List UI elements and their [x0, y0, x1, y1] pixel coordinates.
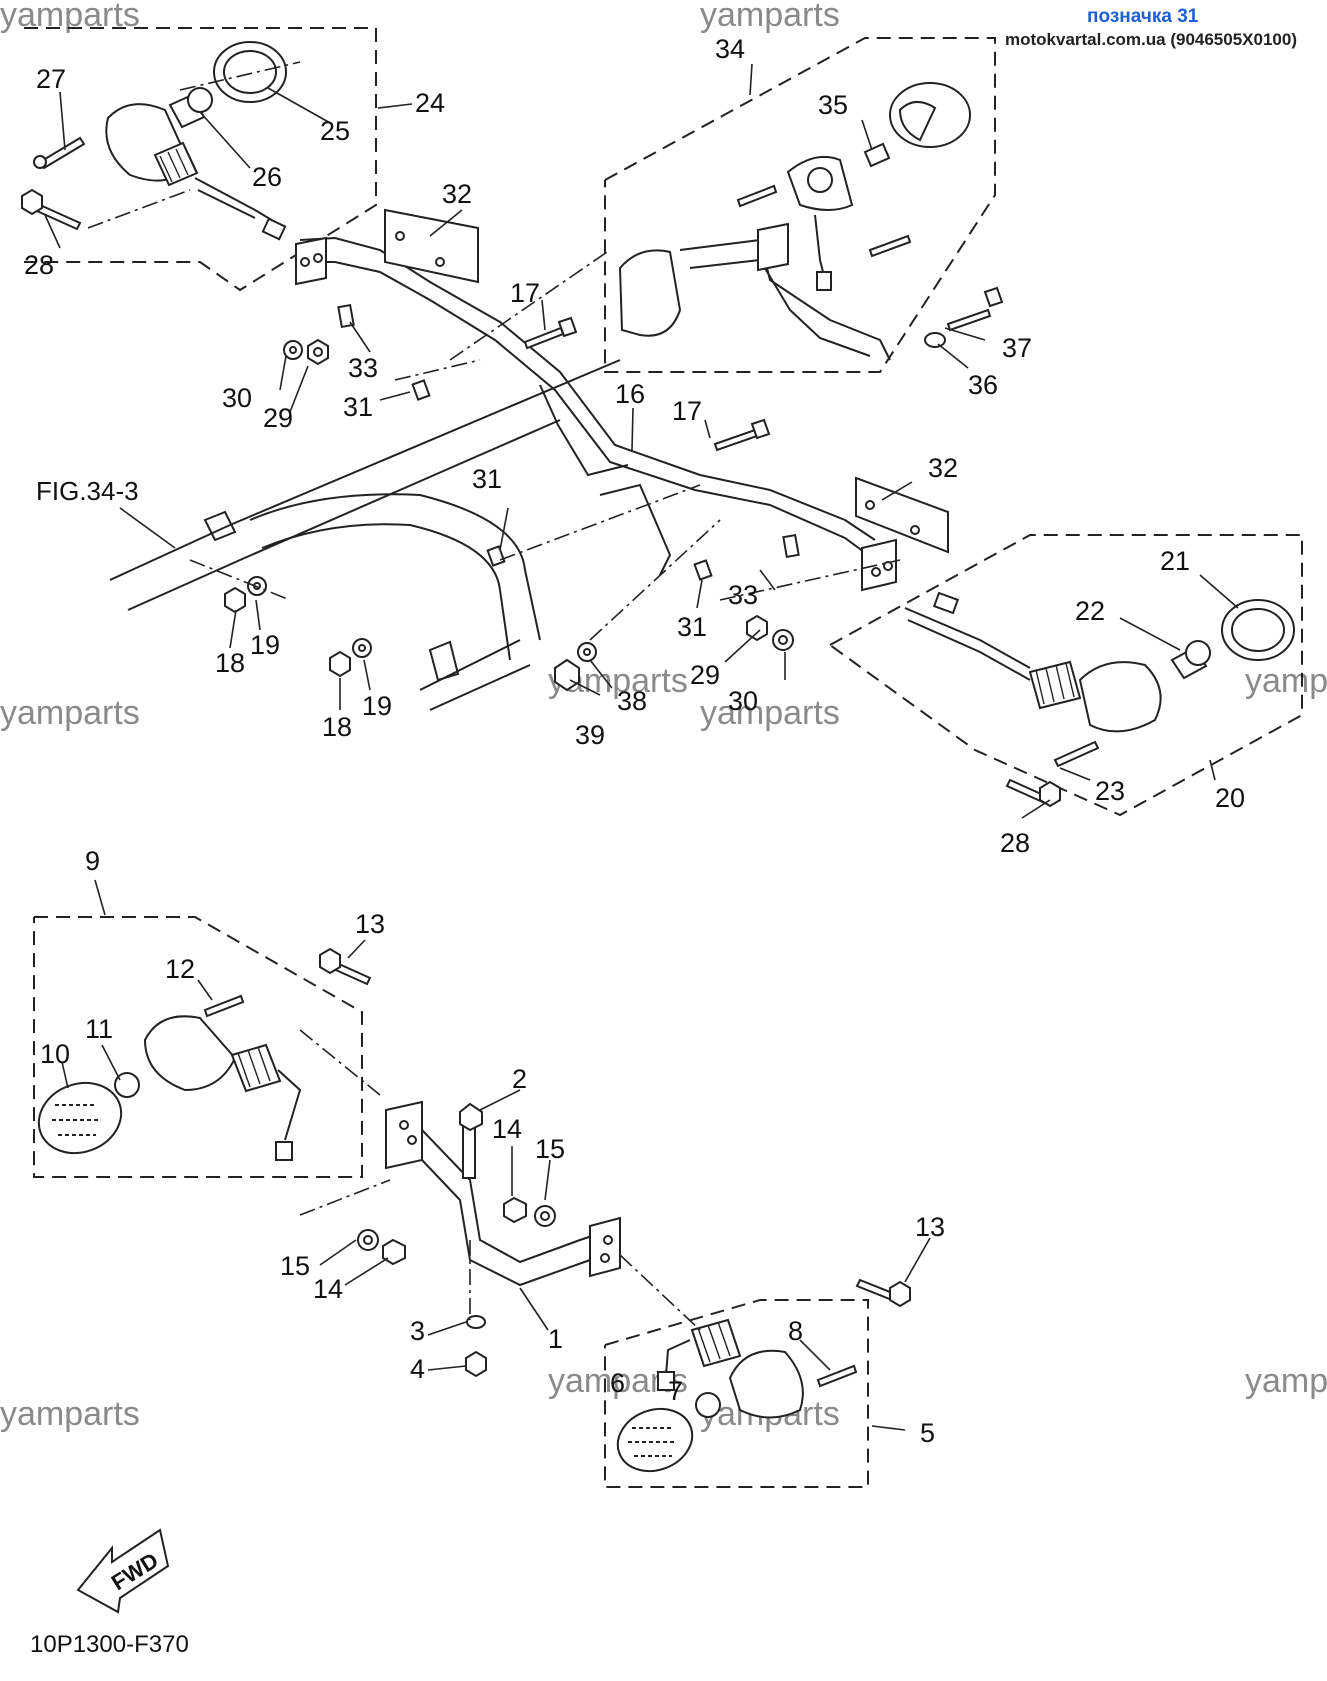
turn-signal-assembly-5 — [616, 1278, 911, 1473]
watermark: yamparts — [1245, 1362, 1327, 1400]
watermark: yamparts — [0, 1395, 140, 1433]
turn-signal-assembly-20 — [904, 591, 1295, 808]
callout-20: 20 — [1215, 783, 1245, 813]
callout-35: 35 — [818, 90, 848, 120]
watermark: yamparts — [0, 694, 140, 732]
plate-32-lower — [855, 476, 949, 554]
callout-27: 27 — [36, 64, 66, 94]
figure-reference: FIG.34-3 — [36, 476, 139, 506]
group-box-20 — [829, 534, 1303, 817]
callout-29: 29 — [690, 660, 720, 690]
callout-10: 10 — [40, 1039, 70, 1069]
turn-signal-assembly-24 — [21, 41, 301, 241]
callout-33: 33 — [348, 353, 378, 383]
drawing-code: 10P1300-F370 — [30, 1631, 189, 1658]
callout-31: 31 — [472, 464, 502, 494]
callout-37: 37 — [1002, 333, 1032, 363]
callout-24: 24 — [415, 88, 445, 118]
callout-28: 28 — [24, 250, 54, 280]
callout-28: 28 — [1000, 828, 1030, 858]
callout-11: 11 — [85, 1014, 113, 1044]
watermark: yamparts — [1245, 662, 1327, 700]
callout-38: 38 — [617, 686, 647, 716]
callout-30: 30 — [728, 686, 758, 716]
callout-19: 19 — [362, 691, 392, 721]
callout-22: 22 — [1075, 596, 1105, 626]
callout-18: 18 — [215, 648, 245, 678]
callout-13: 13 — [355, 909, 385, 939]
callout-6: 6 — [610, 1368, 625, 1398]
callout-17: 17 — [510, 278, 540, 308]
leader-lines — [44, 63, 1239, 1431]
group-box-9 — [33, 916, 363, 1178]
rear-bracket-16 — [295, 236, 897, 592]
watermarks: yamparts yamparts yamparts yamparts yamp… — [0, 0, 1327, 1433]
callout-31: 31 — [343, 392, 373, 422]
callout-13: 13 — [915, 1212, 945, 1242]
callout-19: 19 — [250, 630, 280, 660]
group-box-34 — [604, 37, 996, 373]
callout-32: 32 — [442, 179, 472, 209]
callout-33: 33 — [728, 580, 758, 610]
callout-7: 7 — [668, 1376, 683, 1406]
callout-32: 32 — [928, 453, 958, 483]
callout-15: 15 — [280, 1251, 310, 1281]
callout-9: 9 — [85, 846, 100, 876]
reference-tag: позначка 31 — [1087, 6, 1199, 27]
watermark: yamparts — [700, 694, 840, 732]
callout-3: 3 — [410, 1316, 425, 1346]
callout-14: 14 — [313, 1274, 343, 1304]
callout-29: 29 — [263, 403, 293, 433]
callout-12: 12 — [165, 954, 195, 984]
guide-lines — [189, 249, 901, 1331]
callout-labels: 27 28 25 26 24 32 17 30 29 33 31 16 17 3… — [24, 34, 1245, 1448]
callout-36: 36 — [968, 370, 998, 400]
callout-30: 30 — [222, 383, 252, 413]
callout-2: 2 — [512, 1064, 527, 1094]
clip-parts — [337, 303, 800, 581]
callout-8: 8 — [788, 1316, 803, 1346]
source-site: motokvartal.com.ua (9046505X0100) — [1005, 30, 1297, 49]
callout-39: 39 — [575, 720, 605, 750]
callout-23: 23 — [1095, 776, 1125, 806]
group-box-5 — [604, 1299, 869, 1488]
group-box-24 — [24, 27, 377, 292]
frame-rails — [109, 359, 621, 711]
callout-18: 18 — [322, 712, 352, 742]
license-light-assembly-34 — [618, 82, 1004, 361]
forward-arrow: FWD — [76, 1528, 170, 1614]
callout-21: 21 — [1160, 546, 1190, 576]
plate-32-upper — [384, 208, 479, 284]
callout-15: 15 — [535, 1134, 565, 1164]
turn-signal-assembly-9 — [37, 947, 372, 1161]
callout-31: 31 — [677, 612, 707, 642]
callout-4: 4 — [410, 1354, 425, 1384]
callout-5: 5 — [920, 1418, 935, 1448]
callout-16: 16 — [615, 379, 645, 409]
front-bracket-1 — [357, 1100, 621, 1378]
watermark: yamparts — [700, 0, 840, 34]
callout-26: 26 — [252, 162, 282, 192]
callout-14: 14 — [492, 1114, 522, 1144]
callout-17: 17 — [672, 396, 702, 426]
callout-25: 25 — [320, 116, 350, 146]
callout-34: 34 — [715, 34, 745, 64]
callout-1: 1 — [548, 1324, 563, 1354]
fasteners-misc — [224, 316, 794, 692]
